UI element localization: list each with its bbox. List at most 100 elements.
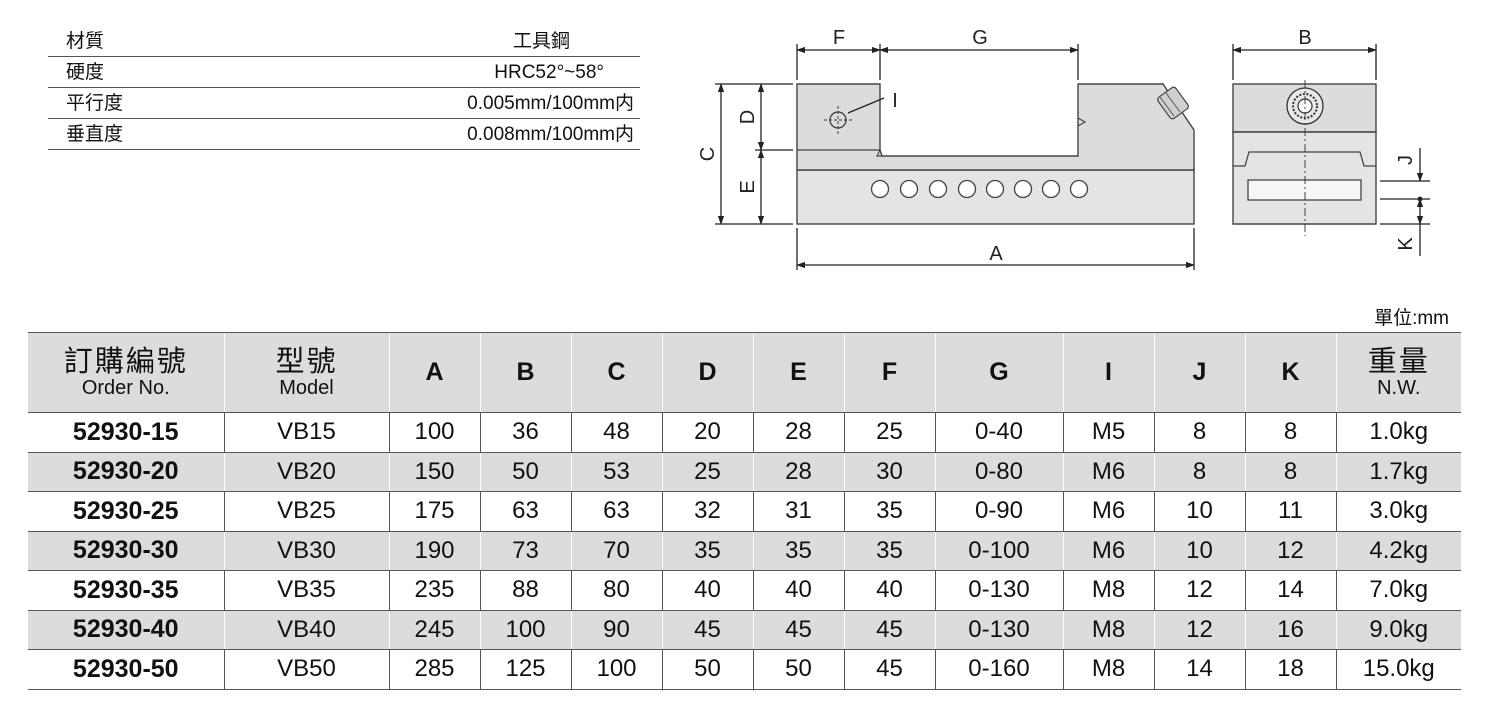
cell-a: 245: [388, 610, 480, 650]
spec-label: 硬度: [66, 62, 105, 83]
cell-b: 88: [479, 570, 571, 611]
cell-order: 52930-35: [28, 570, 224, 611]
cell-i: M8: [1062, 610, 1154, 650]
cell-g: 0-80: [934, 452, 1063, 492]
cell-c: 70: [570, 531, 662, 571]
cell-d: 25: [661, 452, 753, 492]
cell-k: 8: [1244, 452, 1336, 492]
cell-j: 10: [1153, 531, 1245, 571]
cell-a: 235: [388, 570, 480, 611]
cell-b: 36: [479, 412, 571, 453]
header-nw-en: N.W.: [1377, 376, 1421, 399]
side-view-drawing: F G A I C D E: [697, 27, 1195, 270]
header-model-en: Model: [279, 376, 334, 399]
table-row: 52930-40 VB40 245 100 90 45 45 45 0-130 …: [28, 610, 1461, 650]
cell-a: 190: [388, 531, 480, 571]
dim-label-b: B: [1298, 27, 1311, 49]
cell-c: 53: [570, 452, 662, 492]
vise-jaws: [796, 83, 1195, 171]
cell-i: M6: [1062, 531, 1154, 571]
header-e: E: [752, 332, 844, 413]
cell-nw: 3.0kg: [1335, 491, 1461, 532]
cell-d: 45: [661, 610, 753, 650]
product-table: 訂購編號 Order No. 型號 Model A B C D E F G I …: [28, 332, 1461, 690]
cell-k: 16: [1244, 610, 1336, 650]
cell-nw: 9.0kg: [1335, 610, 1461, 650]
cell-c: 80: [570, 570, 662, 611]
header-i: I: [1062, 332, 1154, 413]
table-row: 52930-15 VB15 100 36 48 20 28 25 0-40 M5…: [28, 412, 1461, 453]
table-row: 52930-50 VB50 285 125 100 50 50 45 0-160…: [28, 649, 1461, 690]
cell-j: 10: [1153, 491, 1245, 532]
cell-model: VB25: [223, 491, 389, 532]
cell-b: 63: [479, 491, 571, 532]
cell-model: VB40: [223, 610, 389, 650]
cell-e: 45: [752, 610, 844, 650]
cell-i: M8: [1062, 570, 1154, 611]
header-d: D: [661, 332, 753, 413]
cell-nw: 1.0kg: [1335, 412, 1461, 453]
dim-label-f: F: [833, 27, 845, 49]
cell-f: 35: [843, 491, 935, 532]
cell-f: 25: [843, 412, 935, 453]
cell-b: 73: [479, 531, 571, 571]
cell-e: 31: [752, 491, 844, 532]
cell-c: 63: [570, 491, 662, 532]
header-order-en: Order No.: [81, 376, 170, 399]
cell-a: 150: [388, 452, 480, 492]
cell-model: VB30: [223, 531, 389, 571]
cell-order: 52930-20: [28, 452, 224, 492]
cell-d: 40: [661, 570, 753, 611]
header-model-zh: 型號: [275, 345, 338, 378]
cell-a: 100: [388, 412, 480, 453]
cell-b: 125: [479, 649, 571, 690]
header-g: G: [934, 332, 1063, 413]
spec-value: 0.008mm/100mm内: [467, 124, 634, 145]
cell-order: 52930-25: [28, 491, 224, 532]
cell-nw: 1.7kg: [1335, 452, 1461, 492]
cell-d: 20: [661, 412, 753, 453]
cell-d: 50: [661, 649, 753, 690]
cell-e: 35: [752, 531, 844, 571]
spec-table: 材質 工具鋼 硬度 HRC52°~58° 平行度 0.005mm/100mm内 …: [48, 26, 640, 150]
cell-nw: 15.0kg: [1335, 649, 1461, 690]
cell-c: 48: [570, 412, 662, 453]
cell-g: 0-130: [934, 570, 1063, 611]
cell-a: 285: [388, 649, 480, 690]
cell-order: 52930-50: [28, 649, 224, 690]
end-view-base: [1232, 131, 1377, 225]
cell-nw: 4.2kg: [1335, 531, 1461, 571]
dim-label-a: A: [989, 243, 1003, 265]
cell-model: VB15: [223, 412, 389, 453]
cell-order: 52930-40: [28, 610, 224, 650]
header-order-zh: 訂購編號: [63, 345, 188, 378]
header-nw-zh: 重量: [1367, 345, 1430, 378]
cell-order: 52930-30: [28, 531, 224, 571]
cell-c: 90: [570, 610, 662, 650]
cell-f: 45: [843, 610, 935, 650]
dim-label-j: J: [1395, 155, 1417, 165]
table-row: 52930-30 VB30 190 73 70 35 35 35 0-100 M…: [28, 531, 1461, 571]
cell-k: 8: [1244, 412, 1336, 453]
cell-e: 28: [752, 412, 844, 453]
cell-k: 18: [1244, 649, 1336, 690]
cell-g: 0-100: [934, 531, 1063, 571]
cell-model: VB50: [223, 649, 389, 690]
cell-f: 30: [843, 452, 935, 492]
spec-value: 工具鋼: [512, 31, 570, 52]
cell-i: M6: [1062, 491, 1154, 532]
cell-c: 100: [570, 649, 662, 690]
cell-f: 45: [843, 649, 935, 690]
cell-d: 32: [661, 491, 753, 532]
dim-label-i: I: [892, 90, 898, 112]
cell-j: 14: [1153, 649, 1245, 690]
spec-value: HRC52°~58°: [494, 62, 604, 83]
cell-g: 0-160: [934, 649, 1063, 690]
end-view-drawing: B J K: [1232, 27, 1430, 256]
cell-model: VB20: [223, 452, 389, 492]
header-model: 型號 Model: [223, 332, 389, 413]
header-b: B: [479, 332, 571, 413]
table-row: 52930-20 VB20 150 50 53 25 28 30 0-80 M6…: [28, 452, 1461, 492]
table-row: 52930-25 VB25 175 63 63 32 31 35 0-90 M6…: [28, 491, 1461, 532]
dim-label-g: G: [972, 27, 988, 49]
